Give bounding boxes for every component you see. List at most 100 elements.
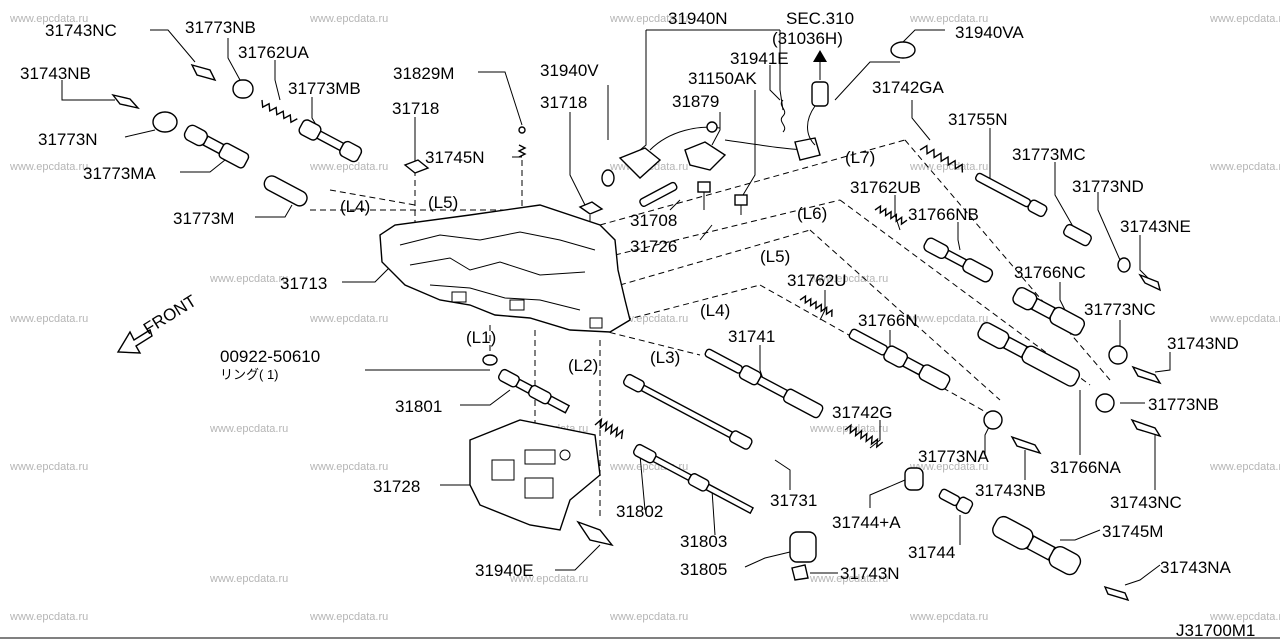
- lane-line: [839, 199, 1091, 386]
- valve-sleeve-icon: [263, 175, 308, 207]
- watermark: www.epcdata.ru: [9, 13, 88, 25]
- lane-line: [624, 284, 761, 321]
- leader-line: [1060, 529, 1101, 541]
- watermark: www.epcdata.ru: [909, 13, 988, 25]
- retainer-plate-icon: [1131, 365, 1162, 385]
- valve-spool-icon: [623, 373, 753, 450]
- control-valve-body: [379, 204, 631, 333]
- spring-icon: [261, 99, 298, 124]
- watermark: www.epcdata.ru: [909, 313, 988, 325]
- label-31940V: 31940V: [540, 61, 599, 80]
- leader-line: [555, 544, 601, 571]
- label-31773M: 31773M: [173, 209, 234, 228]
- watermark: www.epcdata.ru: [609, 13, 688, 25]
- filter-icon: [403, 159, 430, 174]
- label-31766NC: 31766NC: [1014, 263, 1086, 282]
- retainer-plate-icon: [111, 93, 140, 110]
- valve-spool-icon: [298, 119, 363, 163]
- valve-spool-icon: [183, 124, 250, 169]
- label-31773NB-right: 31773NB: [1148, 395, 1219, 414]
- part-labels: 31743NC 31773NB 31762UA 31743NB 31773MB …: [20, 9, 1239, 583]
- label-31744: 31744: [908, 543, 955, 562]
- watermark: www.epcdata.ru: [1209, 611, 1280, 623]
- lane-l5-right: (L5): [760, 247, 790, 266]
- label-31743NC-right: 31743NC: [1110, 493, 1182, 512]
- leader-line: [150, 29, 196, 63]
- leader-line: [869, 479, 906, 508]
- label-31718-a: 31718: [392, 99, 439, 118]
- ring-icon: [482, 354, 498, 366]
- lane-line: [599, 329, 701, 356]
- retainer-plate-icon: [1138, 273, 1162, 292]
- o-ring-icon: [601, 169, 615, 187]
- watermark: www.epcdata.ru: [309, 313, 388, 325]
- leader-line: [342, 264, 393, 283]
- label-31762U: 31762U: [787, 271, 847, 290]
- valve-spool-icon: [1012, 287, 1086, 336]
- plate-hole: [559, 449, 571, 461]
- label-31940E: 31940E: [475, 561, 534, 580]
- watermark: www.epcdata.ru: [509, 573, 588, 585]
- retainer-plate-icon: [190, 63, 217, 82]
- plug-icon: [232, 79, 254, 99]
- retainer-plate-icon: [1130, 418, 1162, 438]
- lane-line: [599, 139, 906, 226]
- watermark: www.epcdata.ru: [1209, 13, 1280, 25]
- valve-spool-icon: [977, 322, 1081, 387]
- label-31743NA: 31743NA: [1160, 558, 1232, 577]
- plug-icon: [983, 410, 1003, 430]
- watermark: www.epcdata.ru: [809, 573, 888, 585]
- watermark: www.epcdata.ru: [609, 611, 688, 623]
- label-00922-50610: 00922-50610: [220, 347, 320, 366]
- label-31940VA: 31940VA: [955, 23, 1024, 42]
- watermark: www.epcdata.ru: [1209, 161, 1280, 173]
- label-31879: 31879: [672, 92, 719, 111]
- leader-line: [61, 80, 115, 101]
- leader-lines: [61, 29, 1171, 586]
- plug-icon: [904, 467, 924, 491]
- plug-icon: [152, 111, 178, 133]
- valve-body-channel: [429, 284, 581, 311]
- leader-line: [699, 224, 713, 241]
- front-label: FRONT: [140, 291, 200, 338]
- valve-body-channel: [399, 231, 596, 251]
- label-31941E: 31941E: [730, 49, 789, 68]
- label-31940N: 31940N: [668, 9, 728, 28]
- leader-line: [779, 30, 784, 111]
- valve-spool-icon: [704, 348, 824, 419]
- lane-line: [614, 199, 841, 256]
- watermark: www.epcdata.ru: [909, 161, 988, 173]
- watermark: www.epcdata.ru: [1209, 461, 1280, 473]
- watermark: www.epcdata.ru: [909, 461, 988, 473]
- valve-body-port: [451, 291, 467, 303]
- leader-line: [894, 195, 901, 231]
- plug-icon: [789, 531, 817, 563]
- label-31762UB: 31762UB: [850, 178, 921, 197]
- watermark: www.epcdata.ru: [309, 13, 388, 25]
- leader-line: [124, 129, 156, 138]
- watermark: www.epcdata.ru: [9, 611, 88, 623]
- leader-line: [711, 489, 716, 536]
- lane-l4-left: (L4): [340, 197, 370, 216]
- filter-icon: [578, 201, 604, 215]
- leader-line: [639, 30, 647, 151]
- leader-line: [774, 459, 791, 490]
- label-sec-ref: (31036H): [772, 29, 843, 48]
- plate-hole: [524, 477, 554, 499]
- label-31743ND: 31743ND: [1167, 334, 1239, 353]
- leader-line: [478, 71, 523, 126]
- lane-l5-left: (L5): [428, 193, 458, 212]
- parts: [111, 41, 1162, 602]
- solenoid-assembly-icon: [618, 121, 821, 179]
- label-31708: 31708: [630, 211, 677, 230]
- label-31803: 31803: [680, 532, 727, 551]
- spring-icon: [844, 423, 884, 449]
- leader-line: [769, 65, 781, 101]
- label-31773NC: 31773NC: [1084, 300, 1156, 319]
- label-ring: リング( 1): [220, 367, 279, 382]
- label-31726: 31726: [630, 237, 677, 256]
- leader-line: [460, 389, 511, 406]
- label-31745N: 31745N: [425, 148, 485, 167]
- leader-line: [1059, 282, 1066, 311]
- valve-spool-icon: [498, 368, 571, 414]
